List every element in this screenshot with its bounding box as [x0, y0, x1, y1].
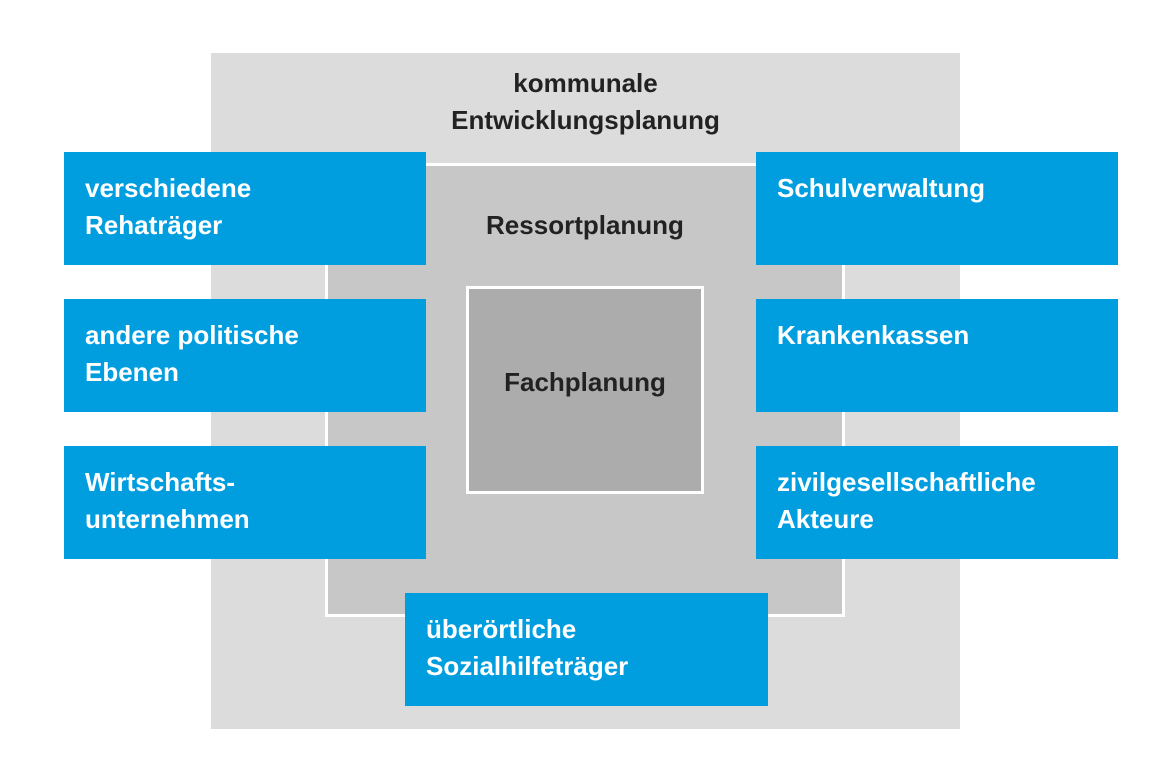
actor-label-line1: Wirtschafts-	[85, 467, 236, 497]
actor-label-line2: unternehmen	[85, 504, 250, 534]
actor-box-rehatraeger: verschiedene Rehaträger	[64, 152, 426, 265]
inner-level-label: Fachplanung	[504, 367, 666, 397]
actor-box-krankenkassen: Krankenkassen	[756, 299, 1118, 412]
actor-label-line2: Ebenen	[85, 357, 179, 387]
inner-level-area	[466, 286, 704, 494]
actor-label-line1: zivilgesellschaftliche	[777, 467, 1036, 497]
actor-label-line2: Rehaträger	[85, 210, 223, 240]
actor-box-zivilgesellschaftliche-akteure: zivilgesellschaftliche Akteure	[756, 446, 1118, 559]
outer-level-label: kommunale Entwicklungsplanung	[211, 65, 960, 139]
outer-level-label-line2: Entwicklungsplanung	[451, 105, 720, 135]
actor-box-sozialhilfetraeger: überörtliche Sozialhilfeträger	[405, 593, 768, 706]
actor-box-schulverwaltung: Schulverwaltung	[756, 152, 1118, 265]
actor-label-line1: verschiedene	[85, 173, 252, 203]
actor-box-politische-ebenen: andere politische Ebenen	[64, 299, 426, 412]
actor-label-line2: Akteure	[777, 504, 874, 534]
actor-label-line1: überörtliche	[426, 614, 577, 644]
actor-box-wirtschaftsunternehmen: Wirtschafts- unternehmen	[64, 446, 426, 559]
actor-label-line1: andere politische	[85, 320, 299, 350]
middle-level-label: Ressortplanung	[486, 210, 684, 240]
outer-level-label-line1: kommunale	[513, 68, 658, 98]
actor-label-line2: Sozialhilfeträger	[426, 651, 629, 681]
actor-label-line1: Schulverwaltung	[777, 173, 986, 203]
actor-label-line1: Krankenkassen	[777, 320, 970, 350]
